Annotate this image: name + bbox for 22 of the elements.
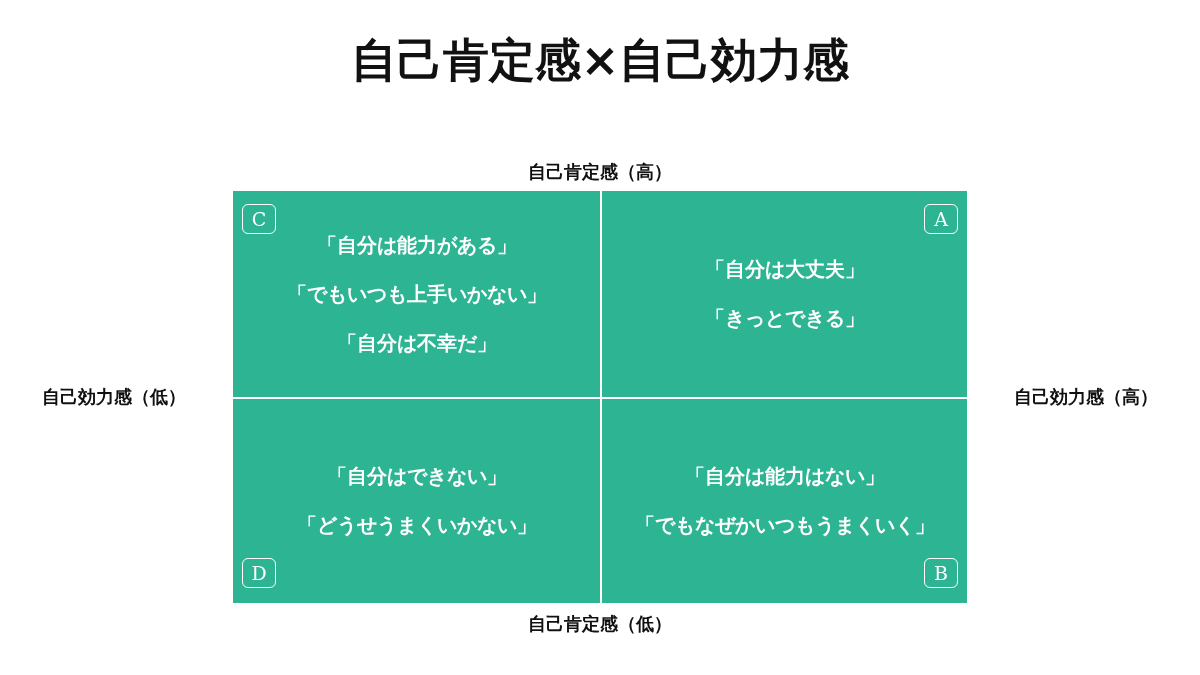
axis-label: 自己効力感（低） <box>42 385 186 409</box>
letter-badge: B <box>924 558 958 588</box>
quadrant-panel <box>233 191 600 397</box>
quote-text: 「きっとできる」 <box>704 305 865 332</box>
quote-text: 「自分は能力はない」 <box>684 463 885 490</box>
quote-text: 「でもなぜかいつもうまくいく」 <box>634 512 935 539</box>
axis-label: 自己肯定感（低） <box>528 612 672 636</box>
quadrant-panel <box>233 399 600 603</box>
quadrant-panel <box>602 399 967 603</box>
letter-badge: A <box>924 204 958 234</box>
title: 自己肯定感×自己効力感 <box>349 32 851 89</box>
quote-text: 「自分は能力がある」 <box>316 231 517 259</box>
quote-text: 「どうせうまくいかない」 <box>296 512 537 539</box>
quote-text: 「自分はできない」 <box>326 463 507 490</box>
axis-label: 自己肯定感（高） <box>528 160 672 184</box>
quote-text: 「自分は不幸だ」 <box>336 329 497 357</box>
quote-text: 「自分は大丈夫」 <box>704 256 865 283</box>
quadrant-panel <box>602 191 967 397</box>
axis-label: 自己効力感（高） <box>1014 385 1158 409</box>
letter-badge: C <box>242 204 276 234</box>
letter-badge: D <box>242 558 276 588</box>
quote-text: 「でもいつも上手いかない」 <box>286 280 547 308</box>
